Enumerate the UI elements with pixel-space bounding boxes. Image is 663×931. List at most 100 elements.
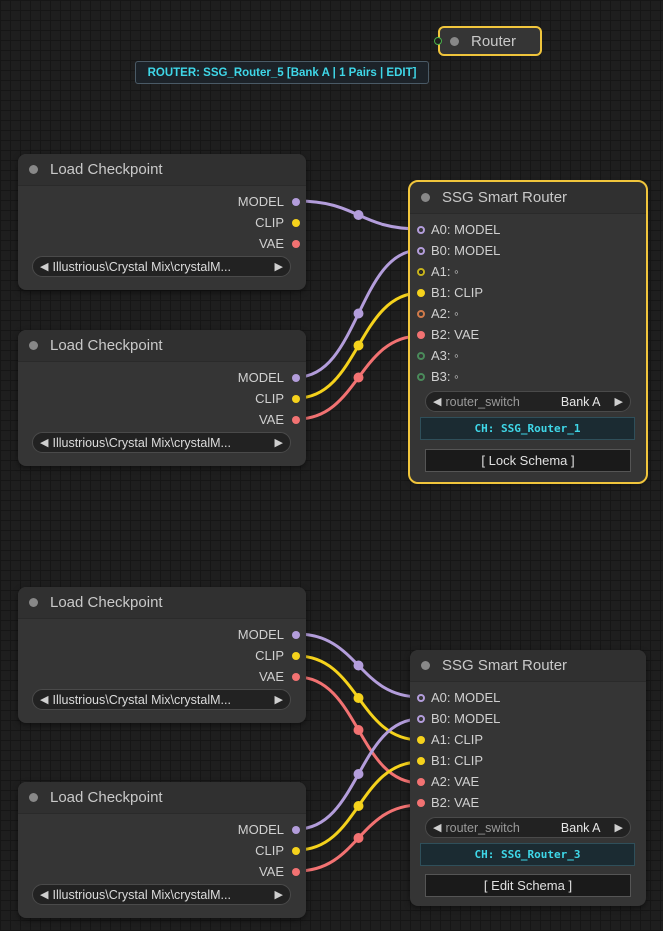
combo-right-arrow-icon[interactable]: ▶ xyxy=(274,437,283,449)
output-label: VAE xyxy=(258,864,284,879)
combo-left-arrow-icon[interactable]: ◀ xyxy=(40,261,49,273)
node-status-dot xyxy=(29,341,38,350)
wire-clip-to-b1-r2[interactable] xyxy=(296,760,421,852)
ckpt-name-combo[interactable]: ◀ Illustrious\Crystal Mix\crystalM... ▶ xyxy=(32,432,291,453)
input-slot-b1[interactable] xyxy=(417,756,425,765)
combo-right-arrow-icon[interactable]: ▶ xyxy=(274,889,283,901)
input-slot-a0[interactable] xyxy=(417,225,425,234)
load-checkpoint-node-2[interactable]: Load Checkpoint MODEL CLIP VAE ◀ Illustr… xyxy=(18,330,306,466)
input-slot-b2[interactable] xyxy=(417,330,425,339)
output-slot-clip[interactable] xyxy=(292,651,300,660)
output-clip: CLIP xyxy=(255,645,306,666)
input-slot-a2[interactable] xyxy=(417,777,425,786)
wire-midpoint-dot[interactable] xyxy=(353,693,364,703)
combo-right-arrow-icon[interactable]: ▶ xyxy=(614,822,623,834)
output-label: MODEL xyxy=(237,370,284,385)
input-label: B1: CLIP xyxy=(431,753,484,768)
combo-left-arrow-icon[interactable]: ◀ xyxy=(40,437,49,449)
node-title: SSG Smart Router xyxy=(442,189,568,206)
output-slot-vae[interactable] xyxy=(292,867,300,876)
output-slot-clip[interactable] xyxy=(292,218,300,227)
output-vae: VAE xyxy=(259,233,306,254)
ckpt-name-combo[interactable]: ◀ Illustrious\Crystal Mix\crystalM... ▶ xyxy=(32,689,291,710)
combo-left-arrow-icon[interactable]: ◀ xyxy=(433,822,442,834)
output-slot-model[interactable] xyxy=(292,197,300,206)
router-input-port[interactable] xyxy=(434,37,442,45)
edit-schema-button[interactable]: [ Edit Schema ] xyxy=(425,874,631,897)
wire-clip-to-b1-r1[interactable] xyxy=(296,291,421,400)
input-label: A3: ◦ xyxy=(431,348,459,363)
router-switch-value: Bank A xyxy=(560,820,601,835)
output-slot-clip[interactable] xyxy=(292,394,300,403)
load-checkpoint-node-4[interactable]: Load Checkpoint MODEL CLIP VAE ◀ Illustr… xyxy=(18,782,306,918)
output-slot-clip[interactable] xyxy=(292,846,300,855)
ssg-smart-router-node-1[interactable]: SSG Smart Router A0: MODEL B0: MODEL A1:… xyxy=(408,180,648,484)
load-checkpoint-node-1[interactable]: Load Checkpoint MODEL CLIP VAE ◀ Illustr… xyxy=(18,154,306,290)
router-switch-combo[interactable]: ◀ router_switch Bank A ▶ xyxy=(425,817,631,838)
output-clip: CLIP xyxy=(255,212,306,233)
load-checkpoint-node-3[interactable]: Load Checkpoint MODEL CLIP VAE ◀ Illustr… xyxy=(18,587,306,723)
wire-midpoint-dot[interactable] xyxy=(353,801,364,811)
wire-midpoint-dot[interactable] xyxy=(353,660,364,671)
input-label: A2: VAE xyxy=(431,774,480,789)
input-slot-a3[interactable] xyxy=(417,351,425,360)
output-slot-vae[interactable] xyxy=(292,672,300,681)
wire-midpoint-dot[interactable] xyxy=(353,308,364,319)
input-slot-b0[interactable] xyxy=(417,714,425,723)
wire-vae-to-a2-r2[interactable] xyxy=(296,675,421,785)
ckpt-name-combo[interactable]: ◀ Illustrious\Crystal Mix\crystalM... ▶ xyxy=(32,884,291,905)
wire-midpoint-dot[interactable] xyxy=(353,769,364,779)
node-title-bar[interactable]: Load Checkpoint xyxy=(18,782,306,814)
output-vae: VAE xyxy=(259,861,306,882)
combo-right-arrow-icon[interactable]: ▶ xyxy=(614,396,623,408)
combo-right-arrow-icon[interactable]: ▶ xyxy=(274,261,283,273)
combo-left-arrow-icon[interactable]: ◀ xyxy=(40,694,49,706)
router-node[interactable]: Router xyxy=(434,26,542,56)
wire-midpoint-dot[interactable] xyxy=(353,340,364,351)
input-label: B1: CLIP xyxy=(431,285,484,300)
output-slot-model[interactable] xyxy=(292,373,300,382)
wire-vae-to-b2-r1[interactable] xyxy=(296,334,421,421)
node-status-dot xyxy=(29,793,38,802)
output-slot-model[interactable] xyxy=(292,630,300,639)
wire-vae-to-b2-r2[interactable] xyxy=(296,803,421,873)
input-slot-b0[interactable] xyxy=(417,246,425,255)
combo-left-arrow-icon[interactable]: ◀ xyxy=(433,396,442,408)
wire-midpoint-dot[interactable] xyxy=(353,833,364,843)
output-label: MODEL xyxy=(237,627,284,642)
wire-midpoint-dot[interactable] xyxy=(353,372,364,383)
input-slot-a0[interactable] xyxy=(417,693,425,702)
output-slot-vae[interactable] xyxy=(292,415,300,424)
combo-right-arrow-icon[interactable]: ▶ xyxy=(274,694,283,706)
wire-model-to-a0-r2[interactable] xyxy=(296,632,421,699)
wire-midpoint-dot[interactable] xyxy=(353,210,364,220)
node-title-bar[interactable]: SSG Smart Router xyxy=(410,650,646,682)
ckpt-name-combo[interactable]: ◀ Illustrious\Crystal Mix\crystalM... ▶ xyxy=(32,256,291,277)
output-slot-model[interactable] xyxy=(292,825,300,834)
node-title-bar[interactable]: Load Checkpoint xyxy=(18,330,306,362)
wire-midpoint-dot[interactable] xyxy=(353,725,364,735)
input-label: A0: MODEL xyxy=(431,690,501,705)
output-slot-vae[interactable] xyxy=(292,239,300,248)
wire-clip-to-a1-r2[interactable] xyxy=(296,654,421,742)
input-slot-a1[interactable] xyxy=(417,267,425,276)
wire-model-to-b0-r2[interactable] xyxy=(296,717,421,831)
node-title-bar[interactable]: Load Checkpoint xyxy=(18,154,306,186)
input-slot-b1[interactable] xyxy=(417,288,425,297)
wire-model-to-b0-r1[interactable] xyxy=(296,248,421,379)
input-slot-b2[interactable] xyxy=(417,798,425,807)
lock-schema-button[interactable]: [ Lock Schema ] xyxy=(425,449,631,472)
ssg-smart-router-node-2[interactable]: SSG Smart Router A0: MODEL B0: MODEL A1:… xyxy=(410,650,646,906)
combo-left-arrow-icon[interactable]: ◀ xyxy=(40,889,49,901)
node-title-bar[interactable]: Load Checkpoint xyxy=(18,587,306,619)
input-slot-b3[interactable] xyxy=(417,372,425,381)
router-switch-label: router_switch xyxy=(445,820,520,835)
input-label: A1: ◦ xyxy=(431,264,459,279)
input-slot-a1[interactable] xyxy=(417,735,425,744)
router-switch-combo[interactable]: ◀ router_switch Bank A ▶ xyxy=(425,391,631,412)
node-title: Load Checkpoint xyxy=(50,594,163,611)
node-title-bar[interactable]: SSG Smart Router xyxy=(410,182,646,214)
input-a1: A1: CLIP xyxy=(410,729,483,750)
input-slot-a2[interactable] xyxy=(417,309,425,318)
wire-model-to-a0-r1[interactable] xyxy=(296,199,421,231)
